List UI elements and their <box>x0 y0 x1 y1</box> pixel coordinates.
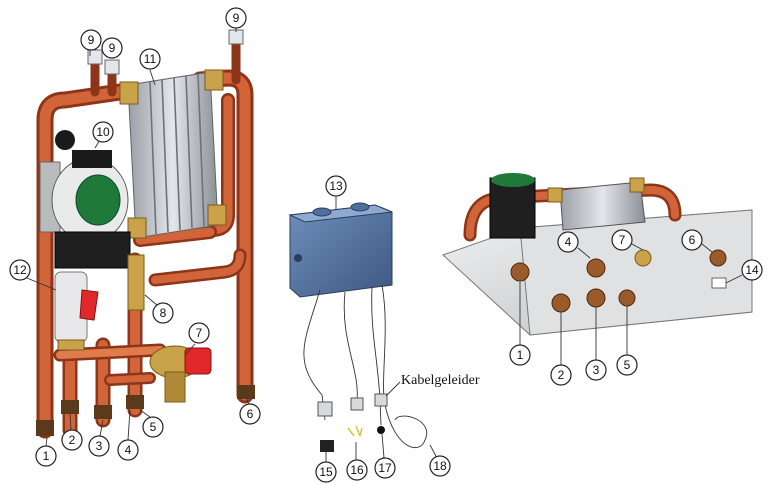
cable-guide-label: Kabelgeleider <box>401 373 480 388</box>
svg-text:16: 16 <box>350 463 364 477</box>
callout-17: 17 <box>374 457 396 479</box>
callout-6-left: 6 <box>239 403 261 425</box>
svg-text:6: 6 <box>247 407 254 421</box>
callout-3-right: 3 <box>585 359 607 381</box>
cables <box>303 284 428 452</box>
svg-text:5: 5 <box>624 358 631 372</box>
callout-2-left: 2 <box>61 429 83 451</box>
circulation-pump <box>39 130 131 269</box>
svg-text:3: 3 <box>96 439 103 453</box>
mounting-plate-unit <box>442 173 753 336</box>
svg-text:9: 9 <box>233 11 240 25</box>
callout-5-left: 5 <box>142 416 164 438</box>
svg-text:3: 3 <box>593 363 600 377</box>
svg-text:7: 7 <box>196 326 203 340</box>
callout-4-left: 4 <box>117 439 139 461</box>
plate-heat-exchanger <box>119 69 227 239</box>
svg-text:17: 17 <box>378 461 392 475</box>
svg-text:7: 7 <box>619 233 626 247</box>
svg-text:1: 1 <box>517 348 524 362</box>
svg-text:2: 2 <box>69 433 76 447</box>
hydraulic-unit <box>36 29 255 439</box>
svg-text:6: 6 <box>689 233 696 247</box>
svg-text:4: 4 <box>125 443 132 457</box>
callout-8-left: 8 <box>152 302 174 324</box>
callout-1-left: 1 <box>35 445 57 467</box>
callout-10: 10 <box>92 121 114 143</box>
leader-lines <box>26 27 743 462</box>
svg-text:13: 13 <box>329 179 343 193</box>
svg-text:12: 12 <box>13 263 27 277</box>
callout-9-b: 9 <box>101 37 123 59</box>
callout-16: 16 <box>346 459 368 481</box>
svg-text:2: 2 <box>558 368 565 382</box>
svg-text:5: 5 <box>150 420 157 434</box>
callout-3-left: 3 <box>88 435 110 457</box>
callout-11: 11 <box>139 48 161 70</box>
callout-5-right: 5 <box>616 354 638 376</box>
svg-text:10: 10 <box>96 125 110 139</box>
callout-15: 15 <box>315 461 337 483</box>
callout-14: 14 <box>741 259 763 281</box>
callout-2-right: 2 <box>550 364 572 386</box>
callout-9-c: 9 <box>225 7 247 29</box>
plate-fittings <box>510 249 727 313</box>
svg-text:9: 9 <box>88 33 95 47</box>
svg-text:14: 14 <box>745 263 759 277</box>
svg-text:9: 9 <box>109 41 116 55</box>
callout-12: 12 <box>9 259 31 281</box>
callout-13: 13 <box>325 175 347 197</box>
svg-text:1: 1 <box>43 449 50 463</box>
svg-text:18: 18 <box>433 459 447 473</box>
brass-valve <box>127 254 212 403</box>
callout-6-right: 6 <box>681 229 703 251</box>
callout-4-right: 4 <box>557 231 579 253</box>
svg-text:15: 15 <box>319 465 333 479</box>
air-vents <box>87 29 244 75</box>
callout-9-a: 9 <box>80 29 102 51</box>
callout-7-left: 7 <box>188 322 210 344</box>
filter-valve <box>54 271 99 351</box>
svg-text:4: 4 <box>565 235 572 249</box>
callout-1-right: 1 <box>509 344 531 366</box>
callout-7-right: 7 <box>611 229 633 251</box>
svg-text:8: 8 <box>160 306 167 320</box>
svg-text:11: 11 <box>144 52 157 66</box>
callout-18: 18 <box>429 455 451 477</box>
control-box <box>288 202 393 298</box>
bottom-fittings <box>36 385 255 436</box>
